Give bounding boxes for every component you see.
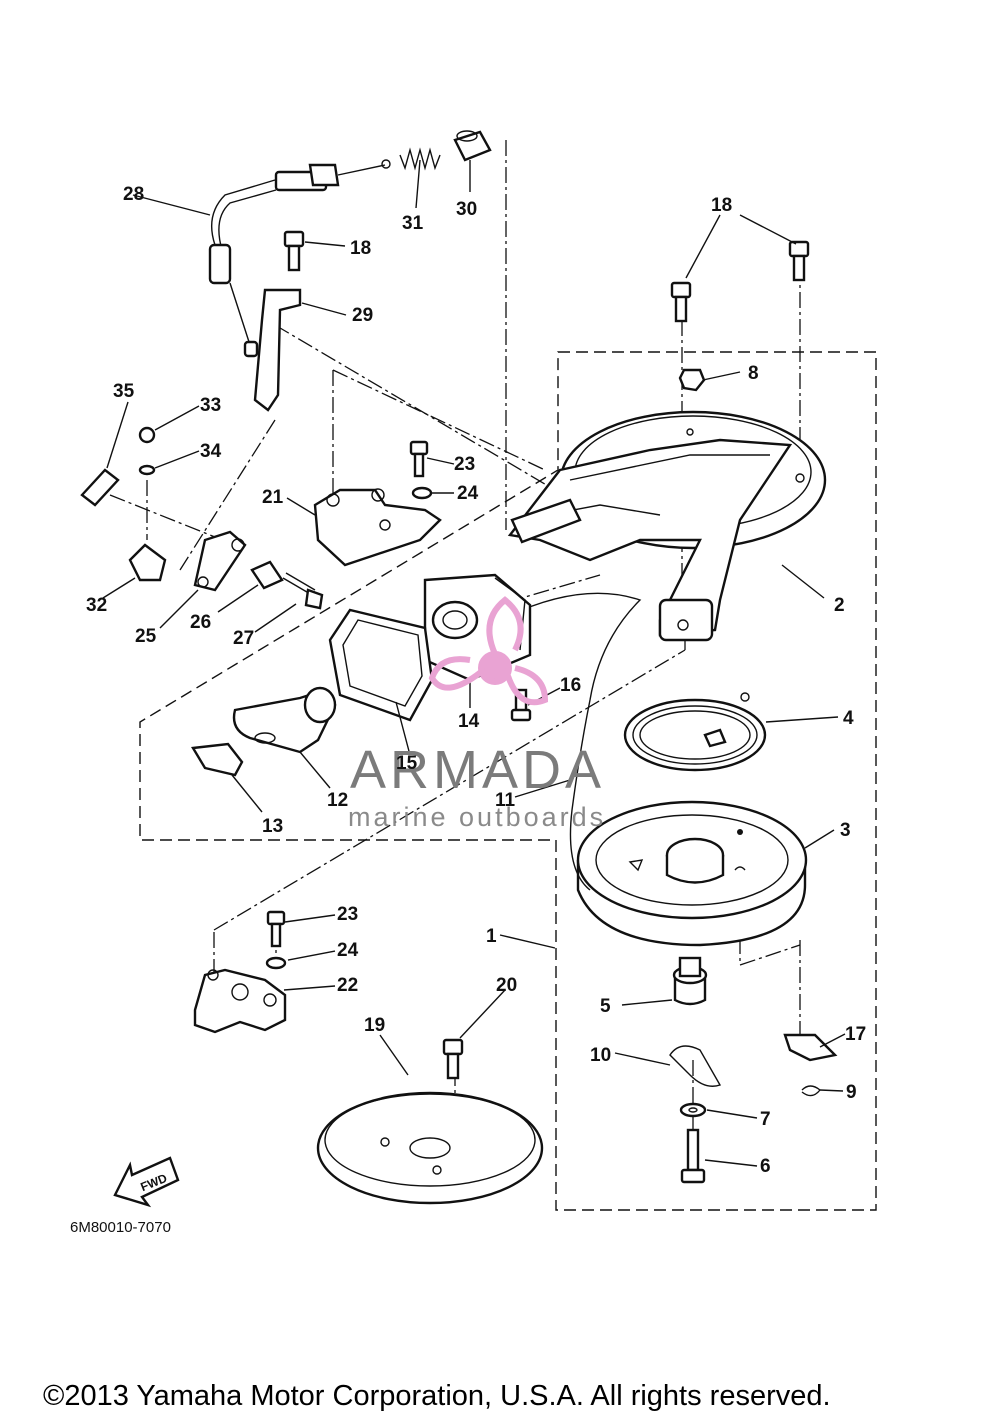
callout-11: 11 [495, 790, 516, 811]
callout-18-right: 18 [711, 195, 732, 216]
callout-32: 32 [86, 595, 107, 616]
handle-seal [328, 608, 434, 722]
watermark-tagline: marine outboards [348, 802, 606, 832]
watermark-brand: ARMADA [350, 740, 605, 800]
armada-logo-icon [428, 596, 549, 706]
callout-21: 21 [262, 487, 284, 508]
callout-15: 15 [396, 753, 418, 774]
handle-insert [191, 742, 244, 777]
callout-28: 28 [123, 184, 144, 205]
washer-34 [138, 464, 156, 476]
callout-13: 13 [262, 816, 283, 837]
callout-34: 34 [200, 441, 222, 462]
nut-8 [678, 368, 706, 392]
callout-4: 4 [843, 708, 854, 729]
callout-3: 3 [840, 820, 851, 841]
callout-17: 17 [845, 1024, 866, 1045]
washer-24-b [265, 956, 287, 970]
leader-lines [102, 159, 846, 1167]
callout-25: 25 [135, 626, 157, 647]
callout-2: 2 [834, 595, 845, 616]
callout-30: 30 [456, 199, 477, 220]
bolt-6 [680, 1128, 706, 1184]
callout-19: 19 [364, 1015, 385, 1036]
starter-cable [208, 159, 391, 358]
callout-23-upper: 23 [454, 454, 475, 475]
callout-5: 5 [600, 996, 611, 1017]
spring-17 [783, 1033, 838, 1062]
block-32 [128, 543, 167, 582]
bracket-21 [313, 488, 442, 567]
washer-24-a [411, 486, 433, 500]
callout-7: 7 [760, 1109, 771, 1130]
callout-18-left: 18 [350, 238, 371, 259]
callout-31: 31 [402, 213, 424, 234]
callout-22: 22 [337, 975, 358, 996]
lever-25 [193, 530, 247, 592]
drawing-code: 6M80010-7070 [70, 1219, 171, 1236]
starter-handle [232, 686, 337, 754]
copyright-notice: ©2013 Yamaha Motor Corporation, U.S.A. A… [43, 1380, 831, 1412]
callout-10: 10 [590, 1045, 611, 1066]
washer-7 [679, 1102, 707, 1118]
callout-24-upper: 24 [457, 483, 479, 504]
bolt-23-a [409, 440, 429, 478]
spiral-spring [623, 692, 767, 772]
bolt-18-a [283, 230, 305, 272]
bolt-18-c [788, 240, 810, 282]
callout-26: 26 [190, 612, 211, 633]
bracket-29 [253, 288, 302, 412]
callout-29: 29 [352, 305, 373, 326]
collar-26 [250, 560, 284, 590]
bolt-23-b [266, 910, 286, 948]
assembly-boundary [139, 351, 877, 1211]
pawl-10 [669, 1045, 722, 1087]
callout-24-lower: 24 [337, 940, 359, 961]
drive-plate [576, 800, 808, 947]
bracket-22 [193, 968, 287, 1034]
callout-12: 12 [327, 790, 348, 811]
bolt-27 [282, 572, 324, 610]
callout-23-lower: 23 [337, 904, 358, 925]
clip-9 [801, 1085, 821, 1097]
callout-1: 1 [486, 926, 497, 947]
link-35 [80, 468, 120, 507]
callout-14: 14 [458, 711, 480, 732]
callout-33: 33 [200, 395, 221, 416]
plunger-30 [453, 130, 492, 162]
bolt-20 [442, 1038, 464, 1080]
callout-27: 27 [233, 628, 254, 649]
callout-8: 8 [748, 363, 759, 384]
screw-33 [138, 426, 156, 444]
callout-35: 35 [113, 381, 135, 402]
callout-16: 16 [560, 675, 581, 696]
fwd-arrow-icon: FWD [113, 1156, 180, 1208]
shaft-5 [672, 956, 708, 1006]
starter-rope [499, 592, 642, 891]
callout-9: 9 [846, 1082, 857, 1103]
spring-31 [399, 147, 441, 171]
cover-plate-19 [316, 1091, 544, 1205]
bolt-18-b [670, 281, 692, 323]
starter-case [507, 410, 827, 642]
callout-labels: 1 2 3 4 5 6 7 8 9 10 11 12 13 14 15 16 1… [86, 184, 866, 1177]
callout-20: 20 [496, 975, 517, 996]
callout-6: 6 [760, 1156, 771, 1177]
